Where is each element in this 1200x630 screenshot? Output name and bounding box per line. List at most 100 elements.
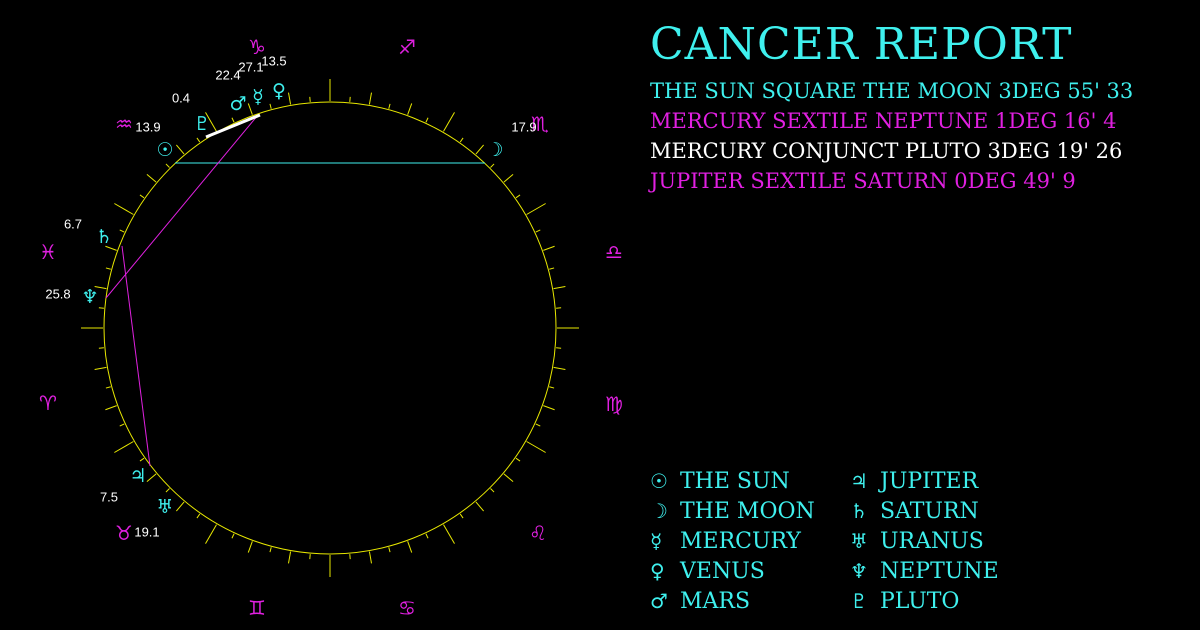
degree-tick xyxy=(535,229,541,233)
legend-label: URANUS xyxy=(880,528,984,554)
degree-tick xyxy=(526,441,546,453)
degree-tick xyxy=(407,541,413,553)
zodiac-cancer-icon: ♋ xyxy=(398,596,416,620)
degree-tick xyxy=(231,533,235,539)
legend-mercury-icon: ☿ xyxy=(650,529,663,553)
planet-venus-icon: ♀ xyxy=(272,80,286,102)
degree-tick xyxy=(146,173,157,183)
legend-label: MERCURY xyxy=(680,528,801,554)
degree-tick xyxy=(388,547,391,553)
legend-item-uranus: ♅ URANUS xyxy=(850,526,984,556)
planet-pluto-icon: ♇ xyxy=(193,113,210,135)
degree-tick xyxy=(175,501,185,512)
planet-degrees: 17.927.113.522.47.56.719.125.80.413.9 xyxy=(45,54,536,540)
planet-glyphs: ☉☽☿♀♂♃♄♅♆♇ xyxy=(81,80,503,518)
legend-item-the-moon: ☽ THE MOON xyxy=(650,496,815,526)
degree-tick xyxy=(503,173,514,183)
legend-label: VENUS xyxy=(680,558,765,584)
legend-the-moon-icon: ☽ xyxy=(650,499,668,523)
zodiac-aquarius-icon: ♒ xyxy=(115,112,133,136)
planet-sun-icon: ☉ xyxy=(156,139,173,161)
degree-tick xyxy=(490,488,495,493)
planet-moon-icon: ☽ xyxy=(486,139,503,161)
planet-uranus-icon: ♅ xyxy=(156,496,173,518)
degree-tick xyxy=(288,551,292,564)
legend-item-the-sun: ☉ THE SUN xyxy=(650,466,790,496)
planet-uranus-degree: 19.1 xyxy=(134,525,159,540)
degree-tick xyxy=(205,112,217,132)
planet-jupiter-degree: 7.5 xyxy=(100,490,118,505)
planet-mercury-degree: 27.1 xyxy=(238,60,263,75)
legend-item-venus: ♀ VENUS xyxy=(650,556,765,586)
legend-label: THE SUN xyxy=(680,468,790,494)
degree-tick xyxy=(535,423,541,427)
degree-tick xyxy=(443,524,455,544)
legend-label: THE MOON xyxy=(680,498,815,524)
legend-venus-icon: ♀ xyxy=(650,559,665,583)
legend-uranus-icon: ♅ xyxy=(850,529,868,553)
degree-tick xyxy=(459,137,464,143)
legend-label: NEPTUNE xyxy=(880,558,999,584)
degree-tick xyxy=(105,245,117,251)
degree-tick xyxy=(165,163,170,168)
degree-tick xyxy=(288,92,292,105)
degree-tick xyxy=(388,103,391,109)
degree-tick xyxy=(247,541,253,553)
legend-label: MARS xyxy=(680,588,751,614)
zodiac-capricorn-icon: ♑ xyxy=(248,35,266,59)
legend-neptune-icon: ♆ xyxy=(850,559,868,583)
planet-mars-icon: ♂ xyxy=(229,93,246,115)
zodiac-aries-icon: ♈ xyxy=(39,391,57,415)
legend-the-sun-icon: ☉ xyxy=(650,469,668,493)
planet-neptune-degree: 25.8 xyxy=(45,287,70,302)
report-title: CANCER REPORT xyxy=(650,19,1073,70)
degree-tick xyxy=(105,267,111,270)
degree-tick xyxy=(526,203,546,215)
degree-tick xyxy=(247,103,253,115)
degree-tick xyxy=(407,103,413,115)
wheel-circle xyxy=(103,101,557,555)
legend-item-neptune: ♆ NEPTUNE xyxy=(850,556,999,586)
degree-tick xyxy=(368,551,372,564)
degree-tick xyxy=(368,92,372,105)
planet-venus-degree: 13.5 xyxy=(261,54,286,69)
degree-tick xyxy=(139,194,145,199)
legend-pluto-icon: ♇ xyxy=(850,589,868,613)
planet-neptune-icon: ♆ xyxy=(81,286,98,308)
legend-mars-icon: ♂ xyxy=(650,589,668,613)
aspect-item: MERCURY SEXTILE NEPTUNE 1DEG 16' 4 xyxy=(650,109,1117,133)
zodiac-leo-icon: ♌ xyxy=(529,521,547,545)
planet-mars-degree: 22.4 xyxy=(215,68,240,83)
zodiac-virgo-icon: ♍ xyxy=(605,392,623,416)
degree-tick xyxy=(146,473,157,483)
aspect-line-jupiter-saturn xyxy=(121,245,151,467)
aspect-item: JUPITER SEXTILE SATURN 0DEG 49' 9 xyxy=(650,169,1076,193)
degree-tick xyxy=(443,112,455,132)
planet-jupiter-icon: ♃ xyxy=(129,465,146,487)
zodiac-sagittarius-icon: ♐ xyxy=(398,35,416,59)
degree-tick xyxy=(475,501,485,512)
planet-saturn-degree: 6.7 xyxy=(64,217,82,232)
degree-tick xyxy=(425,117,429,123)
degree-tick xyxy=(503,473,514,483)
degree-tick xyxy=(165,488,170,493)
degree-tick xyxy=(196,513,201,519)
degree-tick xyxy=(105,386,111,389)
degree-tick xyxy=(205,524,217,544)
legend-saturn-icon: ♄ xyxy=(850,499,868,523)
degree-tick xyxy=(231,117,235,123)
zodiac-scorpio-icon: ♏ xyxy=(531,112,549,136)
legend-jupiter-icon: ♃ xyxy=(850,469,868,493)
degree-tick xyxy=(139,457,145,462)
degree-tick xyxy=(515,457,521,462)
degree-tick xyxy=(425,533,429,539)
degree-tick xyxy=(114,441,134,453)
aspect-item: MERCURY CONJUNCT PLUTO 3DEG 19' 26 xyxy=(650,139,1123,163)
degree-tick xyxy=(553,286,566,290)
degree-tick xyxy=(549,386,555,389)
degree-tick xyxy=(553,366,566,370)
zodiac-pisces-icon: ♓ xyxy=(39,240,57,264)
legend-item-jupiter: ♃JUPITER xyxy=(850,466,978,496)
legend-item-pluto: ♇PLUTO xyxy=(850,586,959,616)
degree-tick xyxy=(94,286,107,290)
